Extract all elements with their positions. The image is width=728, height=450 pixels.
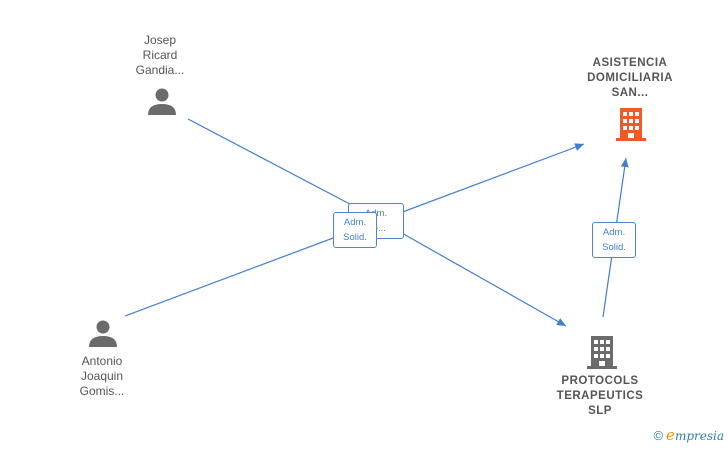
building-icon[interactable]	[616, 108, 646, 141]
person-label-josep[interactable]: Josep Ricard Gandia...	[135, 33, 185, 77]
edge-label-right[interactable]: Adm. Solid.	[592, 222, 636, 258]
company-label-protocols[interactable]: PROTOCOLS TERAPEUTICS SLP	[556, 375, 644, 417]
brand-initial: e	[666, 426, 675, 444]
person-icon[interactable]	[148, 88, 176, 116]
building-icon[interactable]	[587, 336, 617, 369]
edge-josep-to-protocols-2	[399, 231, 567, 327]
person-label-antonio[interactable]: Antonio Joaquin Gomis...	[79, 354, 125, 398]
edge-josep-to-protocols-1	[187, 118, 366, 213]
person-icon[interactable]	[89, 320, 117, 348]
edge-label-front[interactable]: Adm. Solid.	[333, 212, 377, 248]
company-label-asistencia[interactable]: ASISTENCIA DOMICILIARIA SAN...	[587, 57, 673, 99]
watermark: ©empresia	[653, 426, 724, 444]
brand-name: mpresia	[674, 429, 724, 443]
copyright-symbol: ©	[653, 428, 664, 443]
